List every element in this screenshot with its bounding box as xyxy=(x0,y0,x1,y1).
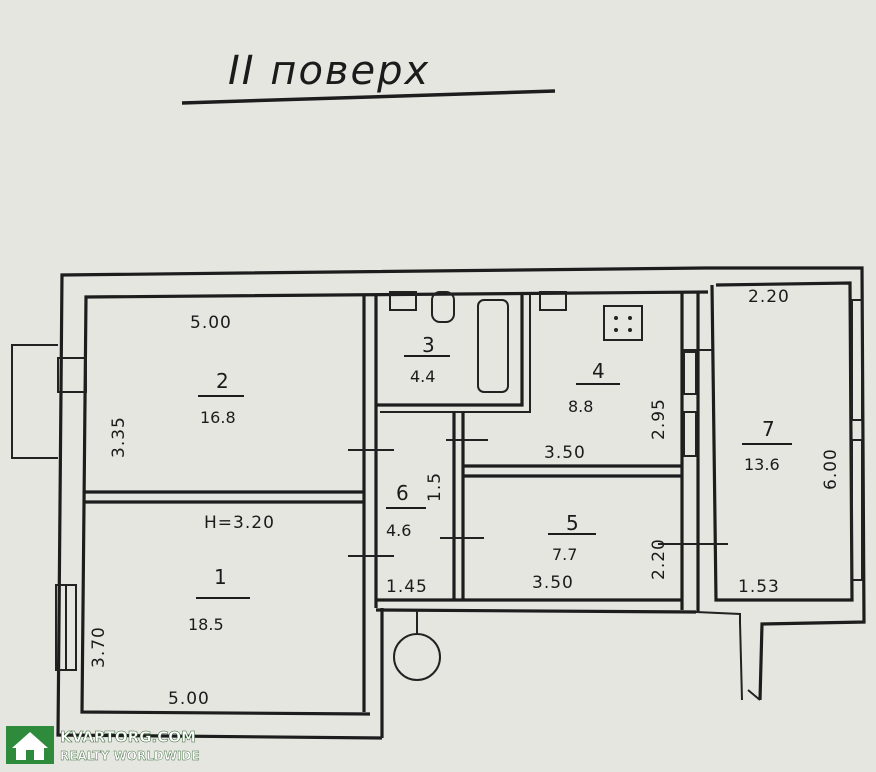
sink-icon xyxy=(389,291,417,311)
room-number: 6 xyxy=(396,481,409,505)
plan-title: II поверх xyxy=(228,48,430,94)
room-4: 4 8.8 xyxy=(568,359,620,416)
dimension-labels: 5.00 3.35 Н=3.20 3.70 5.00 2.95 3.50 3.5… xyxy=(89,287,841,709)
room-5: 5 7.7 xyxy=(548,511,596,564)
room-labels: 2 16.8 1 18.5 3 4.4 4 8.8 5 7.7 xyxy=(188,333,792,634)
fixtures xyxy=(389,291,643,681)
dim-room5-width: 3.50 xyxy=(532,573,574,593)
room-area: 4.4 xyxy=(410,367,435,386)
toilet-icon xyxy=(431,291,455,323)
watermark: KVARTORG.COM REALTY WORLDWIDE xyxy=(6,726,200,764)
room-number: 7 xyxy=(762,417,775,441)
room-3: 3 4.4 xyxy=(404,333,450,386)
room-number: 1 xyxy=(214,565,227,589)
openings xyxy=(348,299,863,581)
dim-room7-depth: 6.00 xyxy=(821,448,841,490)
dim-room6-width: 1.45 xyxy=(386,577,428,597)
house-icon xyxy=(12,732,48,760)
dim-room4-width: 3.50 xyxy=(544,443,586,463)
watermark-brand: KVARTORG.COM xyxy=(60,728,196,746)
room-area: 16.8 xyxy=(200,408,236,427)
outer-walls xyxy=(11,266,866,740)
room-area: 7.7 xyxy=(552,545,577,564)
room-area: 4.6 xyxy=(386,521,411,540)
room-area: 8.8 xyxy=(568,397,593,416)
dim-room6-depth: 1.5 xyxy=(425,472,445,502)
room-number: 5 xyxy=(566,511,579,535)
room-6: 6 4.6 xyxy=(386,481,426,540)
bathtub-icon xyxy=(477,299,509,393)
dim-room2-width: 5.00 xyxy=(190,313,232,333)
room-2: 2 16.8 xyxy=(198,369,244,427)
room-number: 4 xyxy=(592,359,605,383)
room-number: 2 xyxy=(216,369,229,393)
watermark-tagline: REALTY WORLDWIDE xyxy=(60,749,200,763)
dim-room7-top: 2.20 xyxy=(748,287,790,307)
kitchen-sink-icon xyxy=(539,291,567,311)
room-1: 1 18.5 xyxy=(188,565,250,634)
room-number: 3 xyxy=(422,333,435,357)
stove-icon xyxy=(603,305,643,341)
room-area: 18.5 xyxy=(188,615,224,634)
dim-room1-depth: 3.70 xyxy=(89,626,109,668)
dim-ceiling-height: Н=3.20 xyxy=(204,513,275,533)
dim-room1-width: 5.00 xyxy=(168,689,210,709)
room-area: 13.6 xyxy=(744,455,780,474)
interior-walls xyxy=(84,292,741,738)
title-underline xyxy=(181,89,556,105)
stair-circle-icon xyxy=(393,633,441,681)
dim-room2-depth: 3.35 xyxy=(109,416,129,458)
dim-room7-bottom: 1.53 xyxy=(738,577,780,597)
dim-room4-depth: 2.95 xyxy=(649,398,669,440)
dim-room5-depth: 2.20 xyxy=(649,538,669,580)
room-7: 7 13.6 xyxy=(742,417,792,474)
